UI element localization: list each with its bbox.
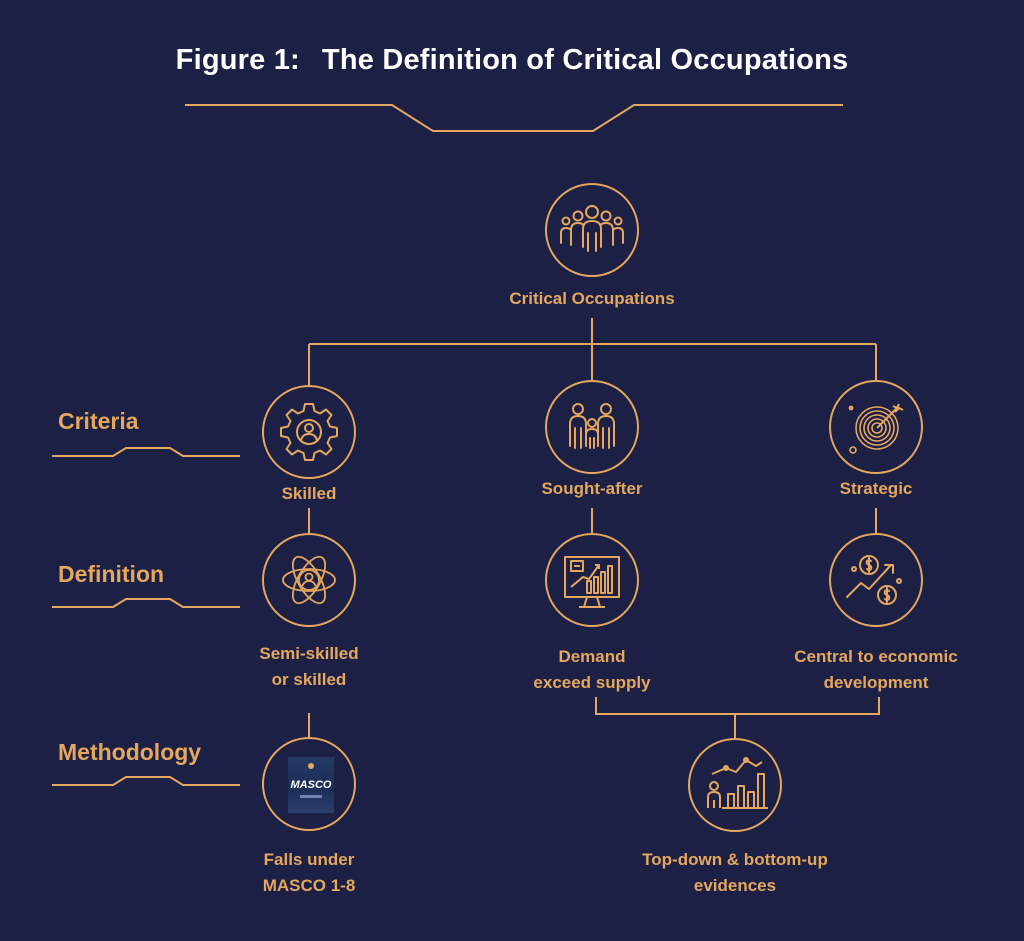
group-of-people-icon	[560, 205, 624, 252]
row-label-methodology: Methodology	[58, 739, 202, 765]
label-evidence: Top-down & bottom-up evidences	[585, 847, 885, 899]
criteria-underline	[52, 447, 240, 457]
figure-title: The Definition of Critical Occupations	[321, 44, 849, 76]
label-falls-under-line1: Falls under	[263, 850, 355, 869]
evidence-bracket	[595, 697, 880, 715]
masco-book-image: MASCO	[288, 757, 334, 813]
growth-money-icon	[846, 555, 902, 605]
label-demand-line1: Demand	[558, 647, 626, 666]
node-sought-after	[545, 380, 639, 474]
monitor-chart-icon	[564, 556, 620, 608]
page-title: Figure 1: The Definition of Critical Occu…	[0, 44, 1024, 77]
node-strategic	[829, 380, 923, 474]
node-evidence	[688, 738, 782, 832]
label-semi-skilled-line1: Semi-skilled	[259, 644, 359, 663]
label-critical-occupations: Critical Occupations	[509, 289, 675, 308]
label-falls-under-line2: MASCO 1-8	[262, 876, 356, 895]
person-bar-chart-icon	[707, 757, 768, 809]
definition-underline	[52, 598, 240, 608]
masco-logo-dot	[308, 763, 314, 769]
node-central	[829, 533, 923, 627]
label-semi-skilled: Semi-skilled or skilled	[209, 641, 409, 693]
label-evidence-line1: Top-down & bottom-up	[642, 850, 828, 869]
title-underline	[185, 104, 843, 132]
gear-person-icon	[280, 403, 338, 461]
node-semi-skilled	[262, 533, 356, 627]
node-falls-under: MASCO	[262, 737, 356, 831]
row-label-criteria: Criteria	[58, 408, 139, 434]
target-icon	[848, 403, 904, 454]
masco-cover-bar	[300, 795, 322, 798]
family-icon	[569, 403, 615, 449]
label-semi-skilled-line2: or skilled	[271, 670, 347, 689]
figure-number: Figure 1:	[175, 44, 300, 76]
label-central-line2: development	[823, 673, 929, 692]
node-demand	[545, 533, 639, 627]
orbit-person-icon	[282, 555, 336, 605]
row-label-definition: Definition	[58, 561, 165, 587]
label-sought-after: Sought-after	[541, 479, 643, 498]
label-strategic: Strategic	[839, 479, 913, 498]
masco-cover-text: MASCO	[290, 779, 332, 791]
node-skilled	[262, 385, 356, 479]
label-demand-line2: exceed supply	[533, 673, 651, 692]
label-falls-under: Falls under MASCO 1-8	[209, 847, 409, 899]
label-central-line1: Central to economic	[794, 647, 958, 666]
label-demand: Demand exceed supply	[452, 644, 732, 696]
label-central: Central to economic development	[736, 644, 1016, 696]
label-skilled: Skilled	[281, 484, 337, 503]
label-evidence-line2: evidences	[693, 876, 777, 895]
methodology-underline	[52, 776, 240, 786]
node-critical-occupations	[545, 183, 639, 277]
